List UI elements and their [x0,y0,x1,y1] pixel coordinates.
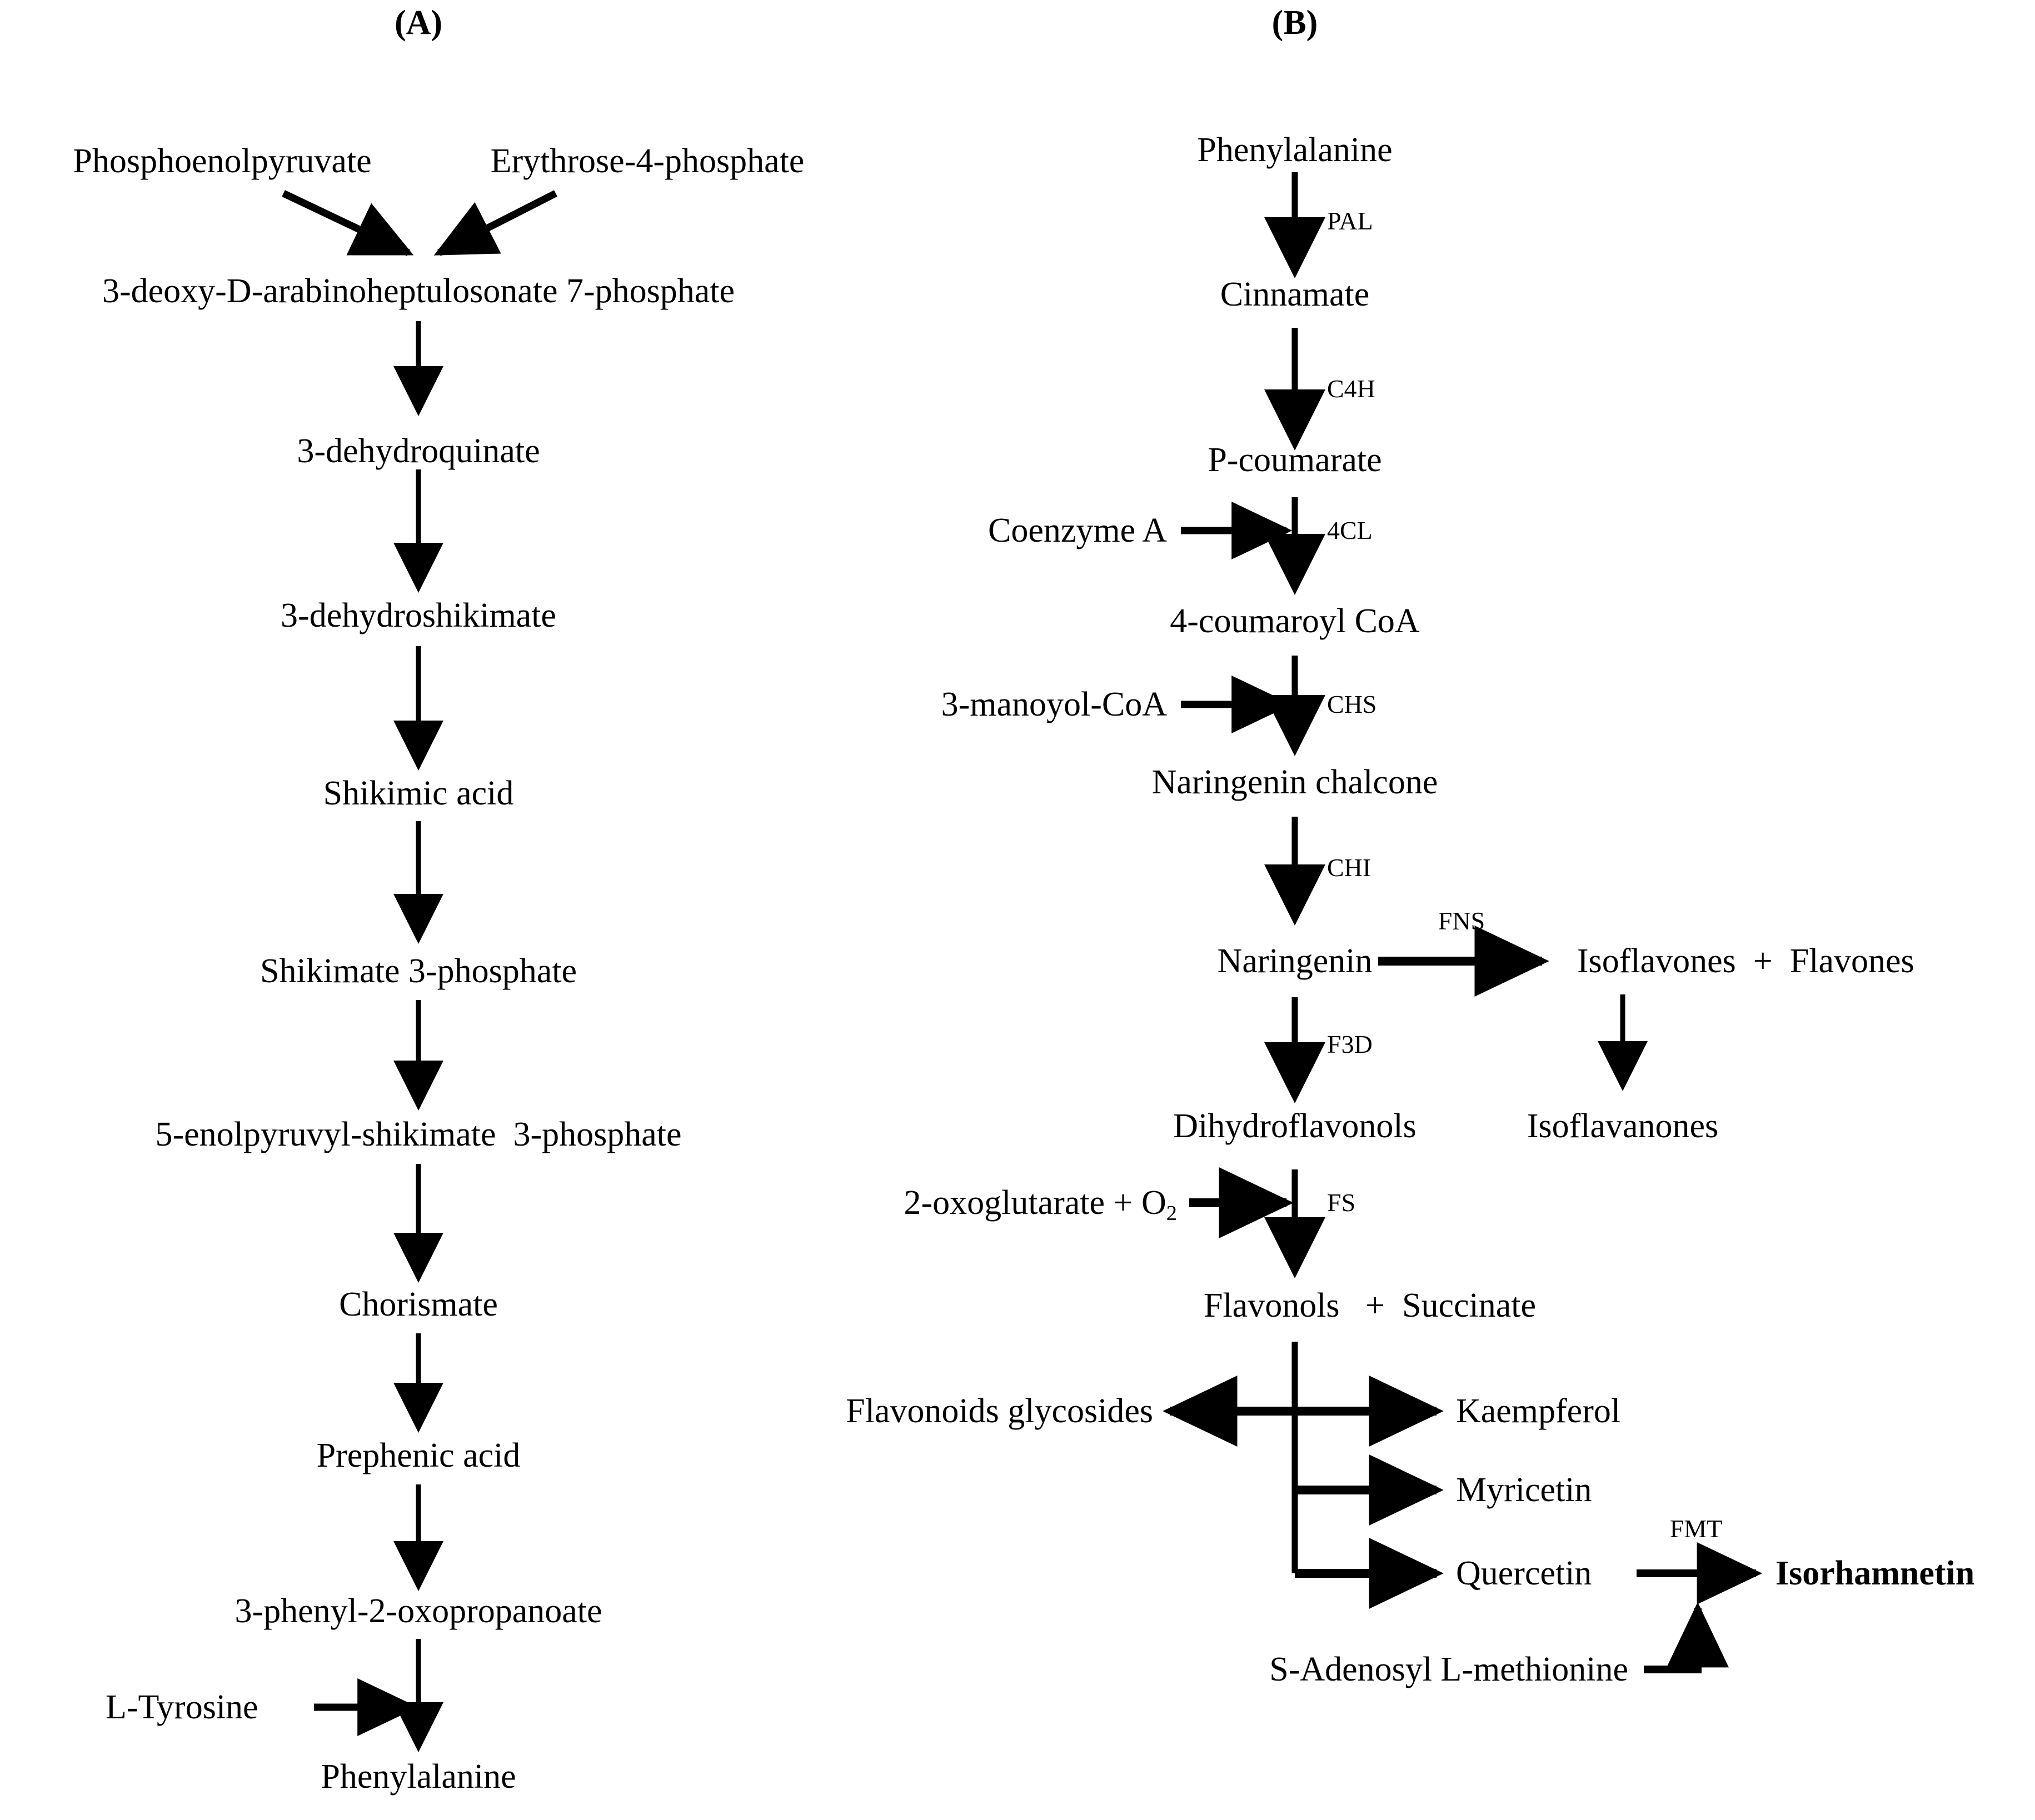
node-flavonols-succinate: Flavonols + Succinate [1203,1287,1537,1324]
enzyme-label-chs: CHS [1327,690,1377,718]
node-3-phenyl-2-oxopropanoate: 3-phenyl-2-oxopropanoate [235,1592,602,1630]
panel-b-label: (B) [1271,4,1318,42]
node-4-coumaroyl-coa: 4-coumaroyl CoA [1170,602,1420,640]
node-3-dehydroquinate: 3-dehydroquinate [297,432,540,470]
node-3-dehydroshikimate: 3-dehydroshikimate [281,597,556,634]
node-naringenin: Naringenin [1217,942,1373,980]
node-dihydroflavonols: Dihydroflavonols [1173,1107,1416,1145]
node-quercetin: Quercetin [1456,1554,1592,1592]
node-dahp: 3-deoxy-D-arabinoheptulosonate 7-phospha… [102,272,735,310]
node-isoflavanones: Isoflavanones [1527,1107,1719,1145]
node-3-manoyol-coa: 3-manoyol-CoA [941,686,1167,723]
arrow-pep-to-dahp [282,190,414,256]
node-p-coumarate: P-coumarate [1208,441,1382,479]
node-cinnamate: Cinnamate [1220,276,1370,313]
node-erythrose-4-phosphate: Erythrose-4-phosphate [490,142,805,180]
enzyme-label-fs: FS [1327,1188,1356,1217]
node-kaempferol: Kaempferol [1456,1392,1621,1430]
panel-a-label: (A) [394,4,443,42]
enzyme-label-f3d: F3D [1327,1030,1373,1058]
enzyme-label-fns: FNS [1438,907,1485,935]
enzyme-label-fmt: FMT [1669,1514,1723,1543]
oxoglutarate-text: 2-oxoglutarate + O [904,1184,1166,1222]
node-phosphoenolpyruvate: Phosphoenolpyruvate [73,142,372,180]
node-shikimate-3-phosphate: Shikimate 3-phosphate [260,952,577,990]
node-isorhamnetin: Isorhamnetin [1775,1554,1975,1592]
node-flavonoids-glycosides: Flavonoids glycosides [846,1392,1153,1430]
node-phenylalanine-b: Phenylalanine [1197,131,1393,169]
oxoglutarate-o2-subscript: 2 [1166,1201,1177,1225]
node-naringenin-chalcone: Naringenin chalcone [1151,763,1438,801]
node-myricetin: Myricetin [1456,1471,1592,1509]
node-l-tyrosine: L-Tyrosine [106,1688,258,1726]
node-prephenic-acid: Prephenic acid [316,1437,521,1474]
node-coenzyme-a: Coenzyme A [988,512,1167,549]
enzyme-label-4cl: 4CL [1327,516,1373,544]
node-phenylalanine-a: Phenylalanine [321,1758,516,1796]
enzyme-label-chi: CHI [1327,853,1371,882]
node-chorismate: Chorismate [339,1286,498,1323]
enzyme-label-c4h: C4H [1327,374,1375,403]
enzyme-label-pal: PAL [1327,207,1373,235]
arrow-e4p-to-dahp [433,190,557,256]
node-shikimic-acid: Shikimic acid [323,774,514,812]
node-isoflavones-flavones: Isoflavones + Flavones [1577,942,1914,980]
arrow-sam-to-fmt [1644,1602,1729,1673]
node-2-oxoglutarate-o2: 2-oxoglutarate + O2 [904,1184,1177,1224]
node-epsp: 5-enolpyruvyl-shikimate 3-phosphate [155,1116,682,1153]
node-s-adenosyl-l-methionine: S-Adenosyl L-methionine [1269,1651,1628,1688]
